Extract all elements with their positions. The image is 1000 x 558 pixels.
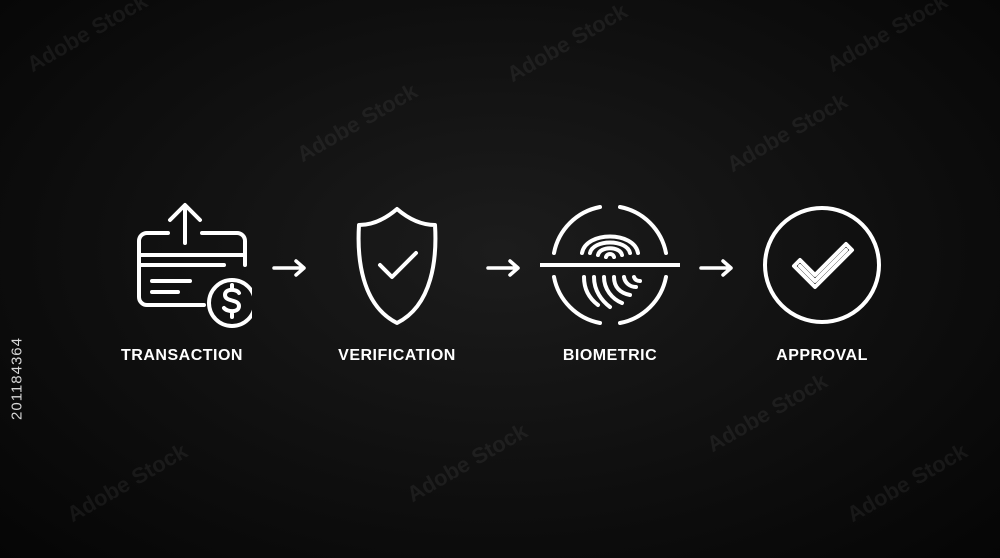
watermark: Adobe Stock <box>502 0 632 88</box>
watermark: Adobe Stock <box>292 78 422 168</box>
watermark: Adobe Stock <box>62 438 192 528</box>
image-id: 201184364 <box>8 337 26 420</box>
step-label: TRANSACTION <box>121 347 243 364</box>
fingerprint-scan-icon <box>540 205 680 325</box>
step-verification: VERIFICATION <box>312 195 482 380</box>
step-label: BIOMETRIC <box>562 347 658 364</box>
shield-check-icon <box>356 207 438 325</box>
watermark: Adobe Stock <box>402 418 532 508</box>
credit-card-dollar-upload-icon <box>137 203 252 328</box>
step-label: APPROVAL <box>776 347 868 364</box>
watermark: Adobe Stock <box>702 368 832 458</box>
arrow-right-icon <box>699 259 733 277</box>
watermark: Adobe Stock <box>842 438 972 528</box>
step-label: VERIFICATION <box>338 347 456 364</box>
step-transaction: TRANSACTION <box>97 195 267 380</box>
arrow-right-icon <box>272 259 306 277</box>
watermark: Adobe Stock <box>722 88 852 178</box>
step-biometric: BIOMETRIC <box>525 195 695 380</box>
circle-check-icon <box>763 206 881 324</box>
arrow-right-icon <box>486 259 520 277</box>
watermark: Adobe Stock <box>22 0 152 78</box>
step-approval: APPROVAL <box>737 195 907 380</box>
watermark: Adobe Stock <box>822 0 952 78</box>
